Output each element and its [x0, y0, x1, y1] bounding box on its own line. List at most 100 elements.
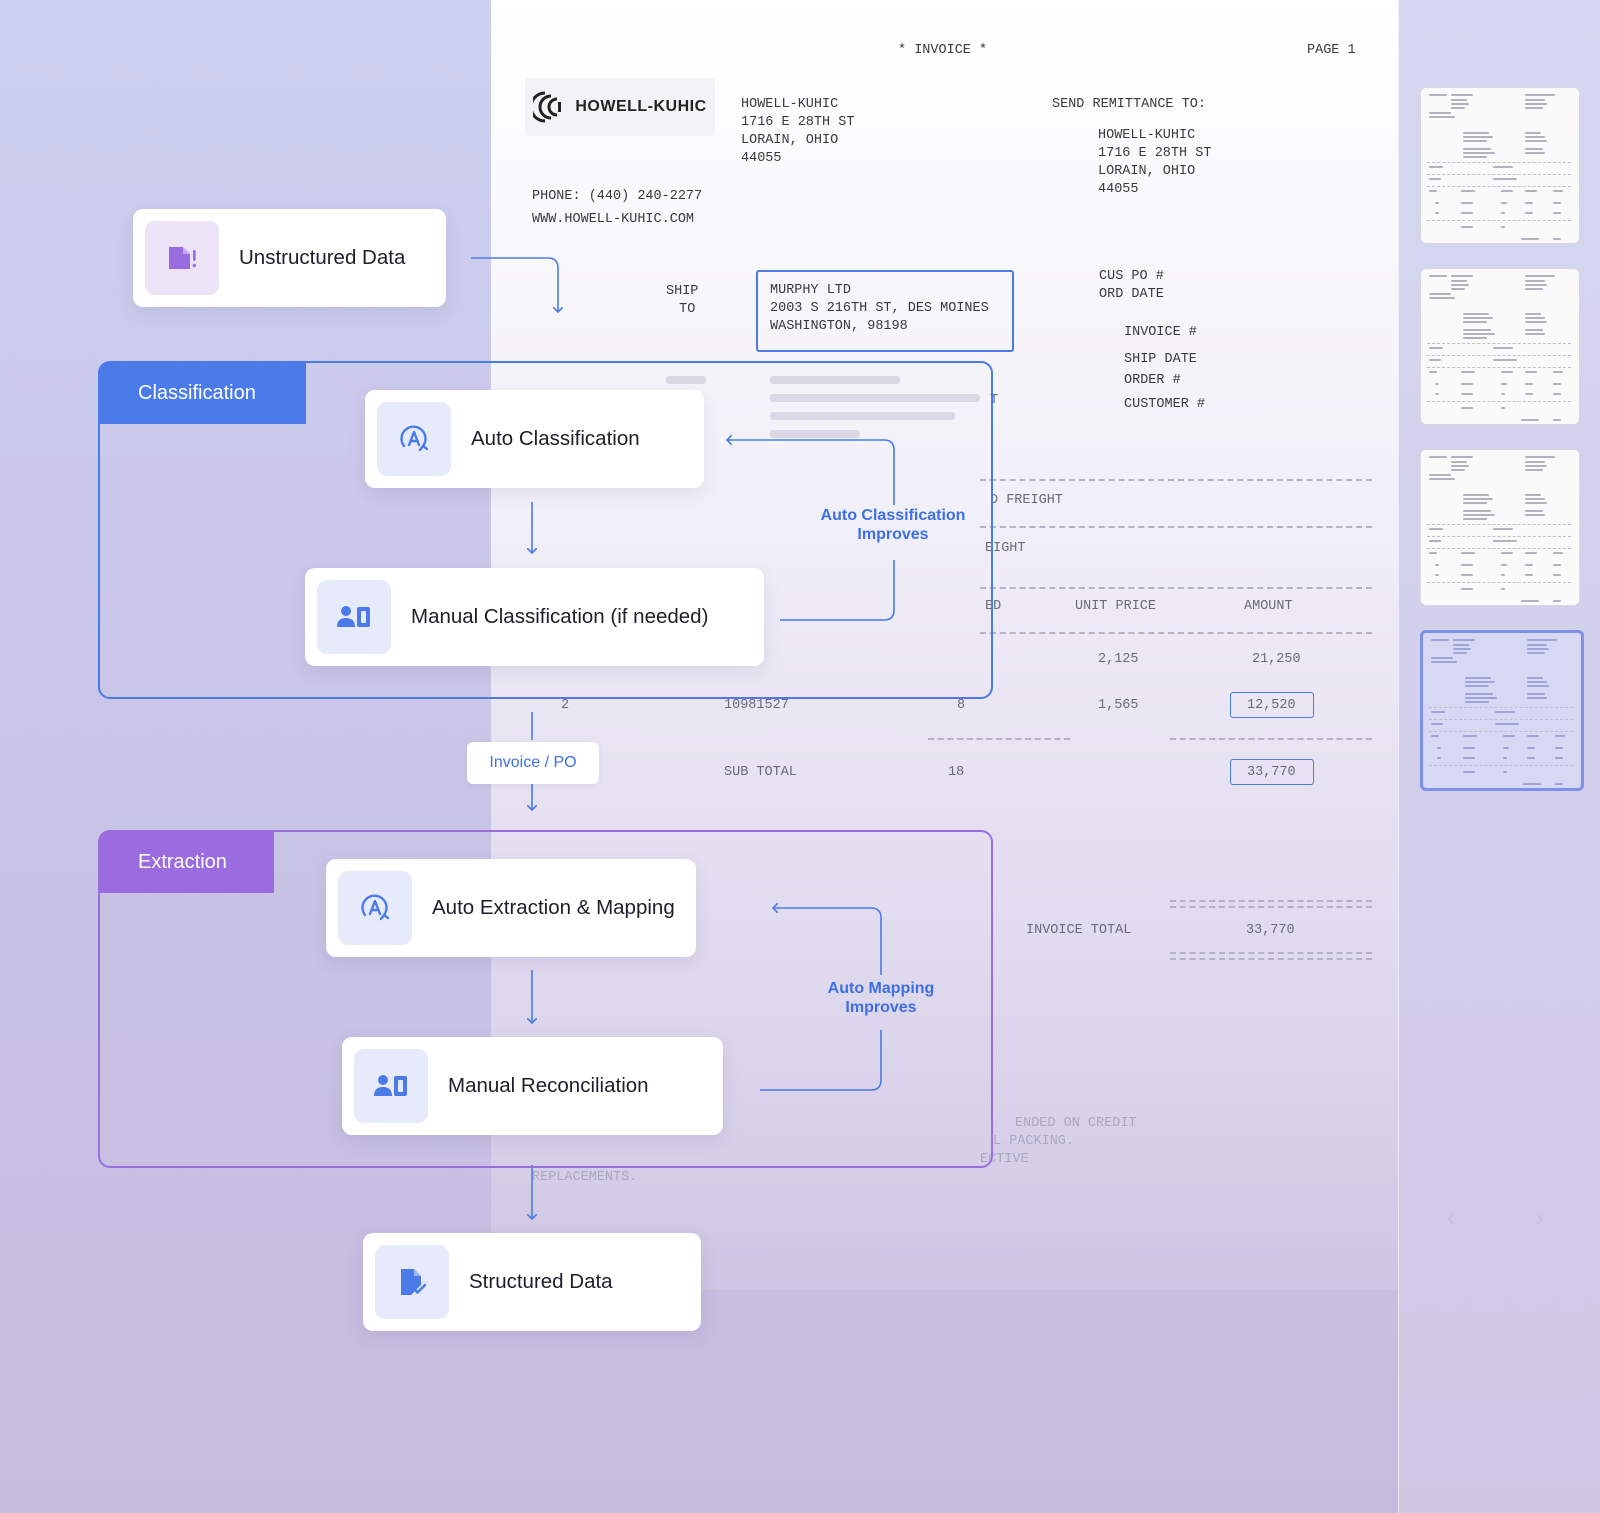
thumbnail-line [1435, 564, 1439, 566]
invoice-total: 33,770 [1246, 923, 1295, 938]
thumbnail-line [1501, 212, 1505, 214]
auto-extraction-node[interactable]: Auto Extraction & Mapping [326, 859, 696, 957]
auto-extraction-label: Auto Extraction & Mapping [432, 896, 675, 919]
manual-classification-node[interactable]: Manual Classification (if needed) [305, 568, 764, 666]
thumbnail-line [1429, 190, 1437, 192]
blurred-text [770, 394, 980, 402]
row2-amount: 12,520 [1247, 698, 1296, 713]
thumbnail-line [1493, 347, 1513, 349]
thumbnail-line [1503, 747, 1509, 749]
thumbnail-line [1451, 275, 1473, 277]
unstructured-data-node[interactable]: Unstructured Data [133, 209, 446, 307]
thumbnail-line [1553, 552, 1563, 554]
thumbnail-line [1527, 735, 1539, 737]
thumbnail-line [1553, 419, 1561, 421]
thumbnail-line [1453, 648, 1471, 650]
thumbnail-line [1431, 639, 1449, 641]
thumbnail-line [1521, 600, 1539, 602]
thumbnail-line [1463, 136, 1493, 138]
thumbnail-line [1525, 212, 1533, 214]
thumbnail-line [1525, 94, 1555, 96]
thumbnail-line [1431, 735, 1439, 737]
manual-reconciliation-node[interactable]: Manual Reconciliation [342, 1037, 723, 1135]
divider [1170, 958, 1372, 960]
thumbnail-line [1527, 639, 1557, 641]
thumbnail-divider [1427, 343, 1571, 344]
thumbnail-line [1463, 140, 1487, 142]
thumbnail-line [1451, 456, 1473, 458]
cus-po-label: CUS PO # [1099, 269, 1164, 284]
thumbnail-line [1451, 103, 1469, 105]
thumbnail-line [1429, 178, 1441, 180]
thumbnail-line [1501, 588, 1505, 590]
thumbnail-line [1501, 383, 1507, 385]
divider [1170, 900, 1372, 902]
thumbnail-line [1463, 333, 1495, 335]
thumbnail-line [1553, 371, 1563, 373]
page-thumbnail[interactable] [1420, 449, 1580, 606]
thumbnail-line [1525, 148, 1543, 150]
invoice-po-label: Invoice / PO [467, 742, 599, 784]
thumbnail-divider [1427, 186, 1571, 187]
ship-to-highlight [756, 270, 1014, 352]
thumbnail-line [1435, 383, 1439, 385]
thumbnail-line [1525, 469, 1543, 471]
freight-label-2: EIGHT [985, 541, 1026, 556]
thumbnail-line [1555, 735, 1565, 737]
thumbnail-line [1525, 275, 1555, 277]
next-page-icon[interactable]: › [1536, 1205, 1544, 1230]
thumbnail-line [1553, 383, 1561, 385]
thumbnail-line [1465, 697, 1497, 699]
thumbnail-line [1453, 639, 1475, 641]
customer-number-label: CUSTOMER # [1124, 397, 1206, 412]
thumbnail-line [1429, 112, 1451, 114]
thumbnail-line [1429, 297, 1455, 299]
col-amount: AMOUNT [1244, 599, 1293, 614]
thumbnail-line [1555, 783, 1563, 785]
thumbnail-line [1521, 238, 1539, 240]
partial-text: T [990, 393, 999, 408]
thumbnail-line [1525, 313, 1541, 315]
thumbnail-line [1461, 371, 1475, 373]
company-website: WWW.HOWELL-KUHIC.COM [532, 212, 695, 227]
thumbnail-line [1451, 461, 1467, 463]
thumbnail-line [1431, 711, 1445, 713]
thumbnail-line [1429, 275, 1447, 277]
remit-label: SEND REMITTANCE TO: [1052, 97, 1206, 112]
thumbnail-line [1463, 317, 1493, 319]
page-thumbnail[interactable] [1420, 87, 1580, 244]
thumbnail-line [1435, 212, 1439, 214]
thumbnail-line [1463, 510, 1491, 512]
subtotal-label: SUB TOTAL [724, 765, 797, 780]
auto-classification-node[interactable]: Auto Classification [365, 390, 704, 488]
thumbnail-line [1525, 383, 1533, 385]
thumbnail-line [1463, 152, 1495, 154]
row1-amount: 21,250 [1252, 652, 1301, 667]
thumbnail-line [1527, 697, 1547, 699]
page-thumbnail[interactable] [1420, 630, 1584, 791]
thumbnail-line [1493, 166, 1513, 168]
thumbnail-line [1429, 456, 1447, 458]
page-thumbnail[interactable] [1420, 268, 1580, 425]
thumbnail-line [1463, 329, 1491, 331]
thumbnail-line [1501, 574, 1505, 576]
thumbnail-line [1461, 212, 1473, 214]
thumbnail-line [1465, 677, 1491, 679]
thumbnail-line [1463, 148, 1491, 150]
thumbnail-line [1553, 190, 1563, 192]
thumbnail-divider [1427, 524, 1571, 525]
thumbnail-line [1527, 648, 1549, 650]
thumbnail-line [1495, 711, 1515, 713]
order-number-label: ORDER # [1124, 373, 1181, 388]
thumbnail-line [1525, 393, 1533, 395]
thumbnail-line [1525, 140, 1547, 142]
thumbnail-line [1501, 371, 1513, 373]
prev-page-icon[interactable]: ‹ [1447, 1205, 1455, 1230]
thumbnail-line [1553, 393, 1561, 395]
structured-data-node[interactable]: Structured Data [363, 1233, 701, 1331]
thumbnail-line [1501, 564, 1507, 566]
thumbnail-line [1493, 528, 1513, 530]
unstructured-data-label: Unstructured Data [239, 246, 406, 269]
ord-date-label: ORD DATE [1099, 287, 1164, 302]
